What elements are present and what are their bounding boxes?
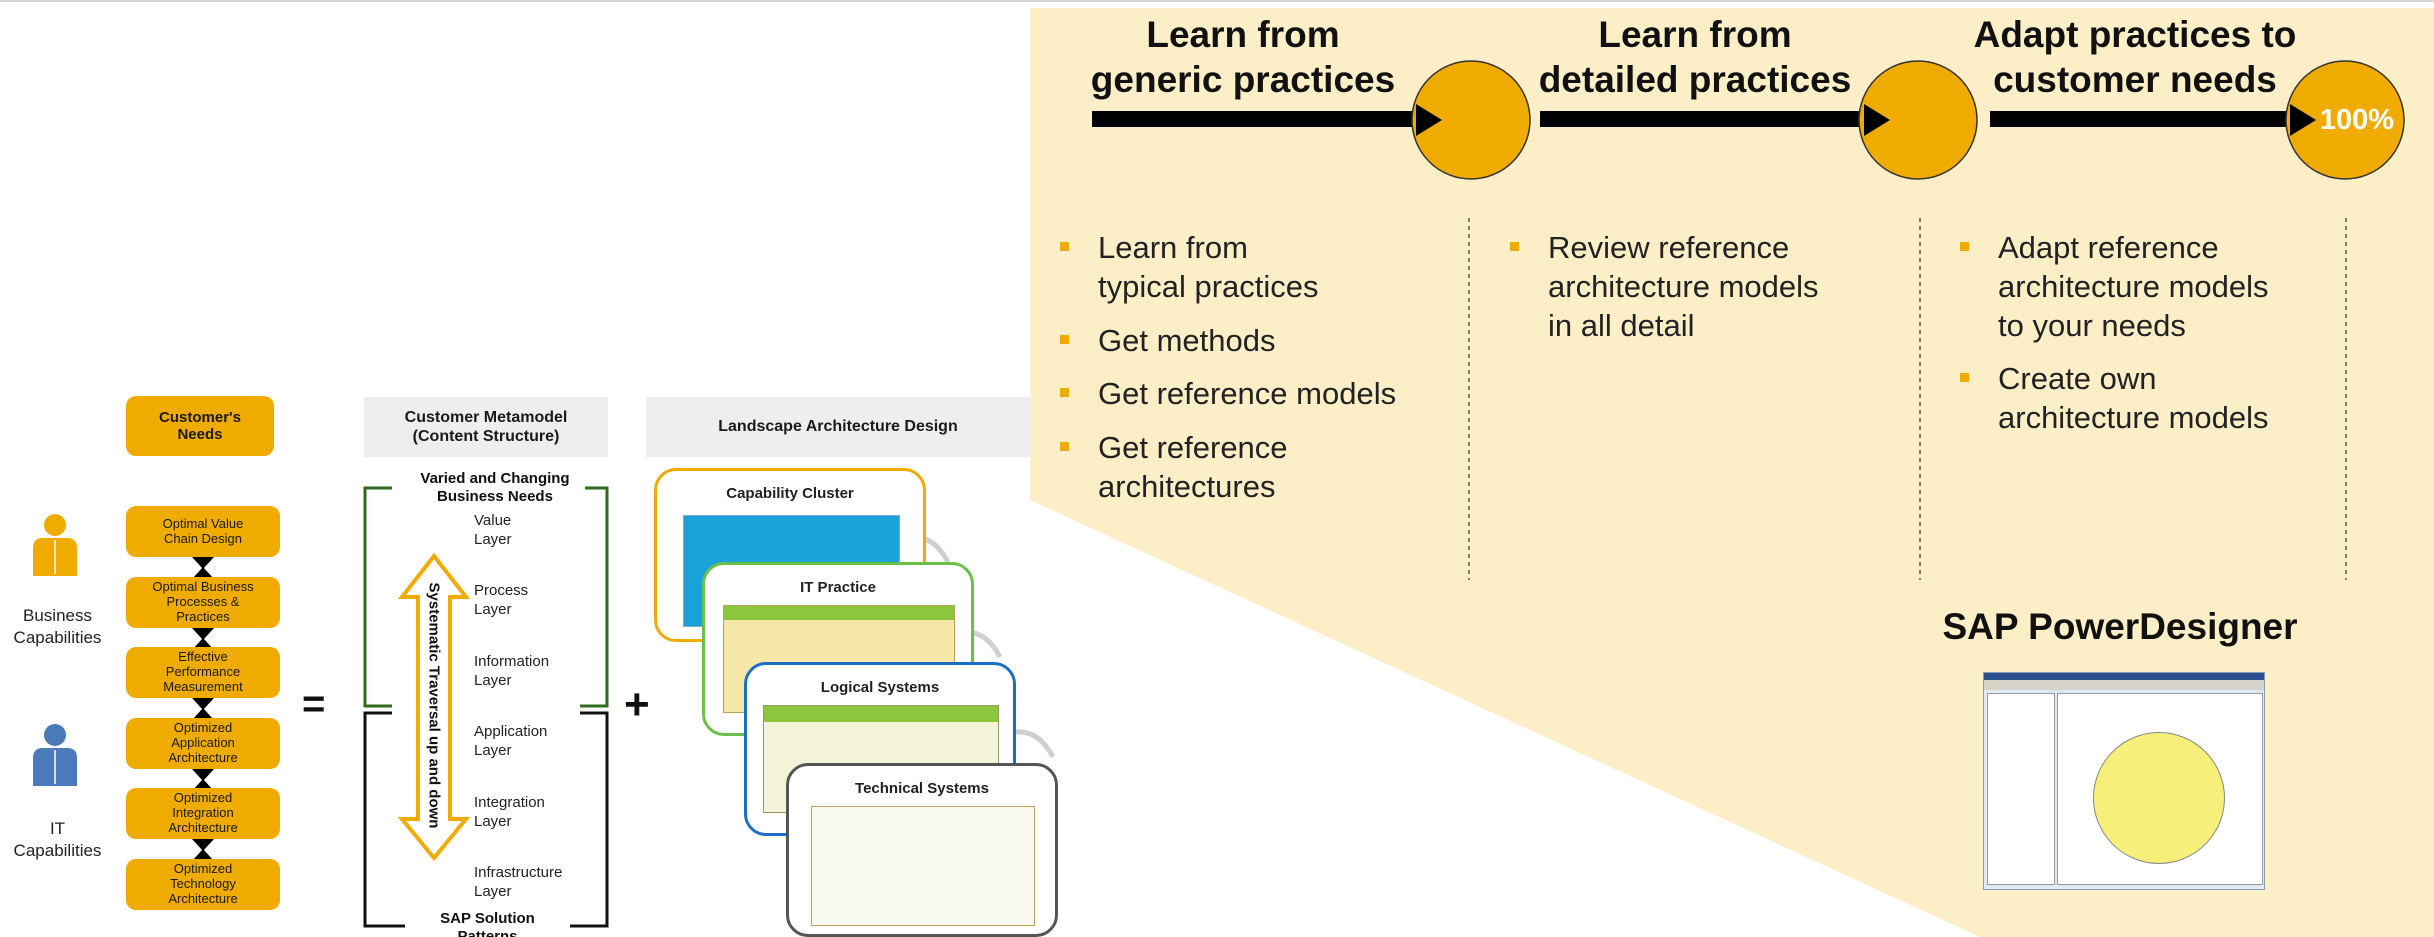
completion-percent: 100% — [2319, 104, 2395, 136]
technical-systems-card: Technical Systems — [786, 763, 1058, 937]
card-title: Logical Systems — [820, 679, 940, 696]
solution-bracket-right — [570, 711, 609, 928]
bullet-item: Adapt reference architecture models to y… — [1960, 229, 2340, 345]
business-bracket-right — [580, 486, 609, 708]
business-needs-label: Varied and Changing Business Needs — [405, 470, 585, 506]
plus-sign: + — [624, 680, 650, 729]
solution-bracket-left — [363, 711, 418, 928]
bullet-text: Review reference architecture models in … — [1548, 230, 1819, 343]
traversal-arrow — [397, 552, 471, 862]
process-layer: Process Layer — [474, 582, 529, 618]
business-bracket-left — [363, 486, 392, 708]
phase-1-title: Learn from generic practices — [1078, 12, 1408, 102]
it-capabilities-label: IT Capabilities — [13, 819, 102, 861]
card-thumbnail — [811, 806, 1035, 926]
infrastructure-layer: Infrastructure Layer — [474, 864, 563, 900]
phase-3-bullets: Adapt reference architecture models to y… — [1960, 229, 2340, 453]
card-title: IT Practice — [800, 579, 876, 596]
capability-business-processes: Optimal Business Processes & Practices — [126, 577, 280, 628]
phase-1-bullets: Learn from typical practices Get methods… — [1060, 229, 1460, 522]
bullet-text: Get methods — [1098, 322, 1276, 358]
business-capabilities-label: Business Capabilities — [13, 606, 102, 648]
window-titlebar — [1984, 673, 2264, 680]
phase-1-title-line2: generic practices — [1090, 59, 1396, 101]
phase-1-title-line1: Learn from — [1146, 14, 1340, 55]
solution-patterns-label: SAP Solution Patterns — [405, 910, 570, 937]
phase-2-title-line2: detailed practices — [1538, 59, 1852, 101]
thumbnail-header — [724, 606, 954, 620]
equals-sign: = — [302, 682, 326, 726]
bullet-text: Create own architecture models — [1998, 361, 2269, 435]
bullet-item: Get reference models — [1060, 375, 1460, 414]
bullet-item: Review reference architecture models in … — [1510, 229, 1910, 345]
phase-2-title: Learn from detailed practices — [1530, 12, 1860, 102]
capability-application-architecture: Optimized Application Architecture — [126, 718, 280, 769]
bullet-item: Get methods — [1060, 322, 1460, 361]
bullet-item: Learn from typical practices — [1060, 229, 1460, 307]
value-layer: Value Layer — [474, 512, 512, 548]
progress-circle-1 — [1411, 60, 1531, 180]
phase-2-bullets: Review reference architecture models in … — [1510, 229, 1910, 360]
bullet-text: Get reference architectures — [1098, 430, 1288, 504]
progress-circle-3 — [2285, 60, 2405, 180]
capability-technology-architecture: Optimized Technology Architecture — [126, 859, 280, 910]
model-canvas — [2057, 693, 2263, 885]
traversal-label: Systematic Traversal up and down — [425, 582, 443, 829]
thumbnail-header — [764, 706, 998, 722]
bullet-item: Get reference architectures — [1060, 429, 1460, 507]
bullet-text: Adapt reference architecture models to y… — [1998, 230, 2269, 343]
phase-2-title-line1: Learn from — [1598, 14, 1792, 55]
card-title: Capability Cluster — [726, 485, 854, 502]
tool-name: SAP PowerDesigner — [1942, 606, 2298, 647]
landscape-design-header: Landscape Architecture Design — [646, 397, 1030, 457]
powerdesigner-screenshot — [1983, 672, 2265, 890]
integration-layer: Integration Layer — [474, 794, 545, 830]
capability-integration-architecture: Optimized Integration Architecture — [126, 788, 280, 839]
phase-3-title-line2: customer needs — [1993, 59, 2277, 101]
bullet-item: Create own architecture models — [1960, 360, 2340, 438]
window-toolbar — [1984, 680, 2264, 690]
progress-circle-2 — [1858, 60, 1978, 180]
information-layer: Information Layer — [474, 653, 550, 689]
customer-needs-header: Customer's Needs — [126, 396, 274, 456]
model-browser — [1987, 693, 2055, 885]
bullet-text: Get reference models — [1098, 376, 1397, 412]
phase-3-title-line1: Adapt practices to — [1973, 14, 2297, 55]
capability-performance-measurement: Effective Performance Measurement — [126, 647, 280, 698]
customer-metamodel-header: Customer Metamodel (Content Structure) — [364, 397, 608, 457]
application-layer: Application Layer — [474, 723, 548, 759]
diagram-circle — [2093, 732, 2225, 864]
card-title: Technical Systems — [855, 780, 989, 797]
capability-value-chain: Optimal Value Chain Design — [126, 506, 280, 557]
it-person-icon — [33, 724, 77, 786]
bullet-text: Learn from typical practices — [1098, 230, 1319, 304]
phase-3-title: Adapt practices to customer needs — [1950, 12, 2320, 102]
business-person-icon — [33, 514, 77, 576]
